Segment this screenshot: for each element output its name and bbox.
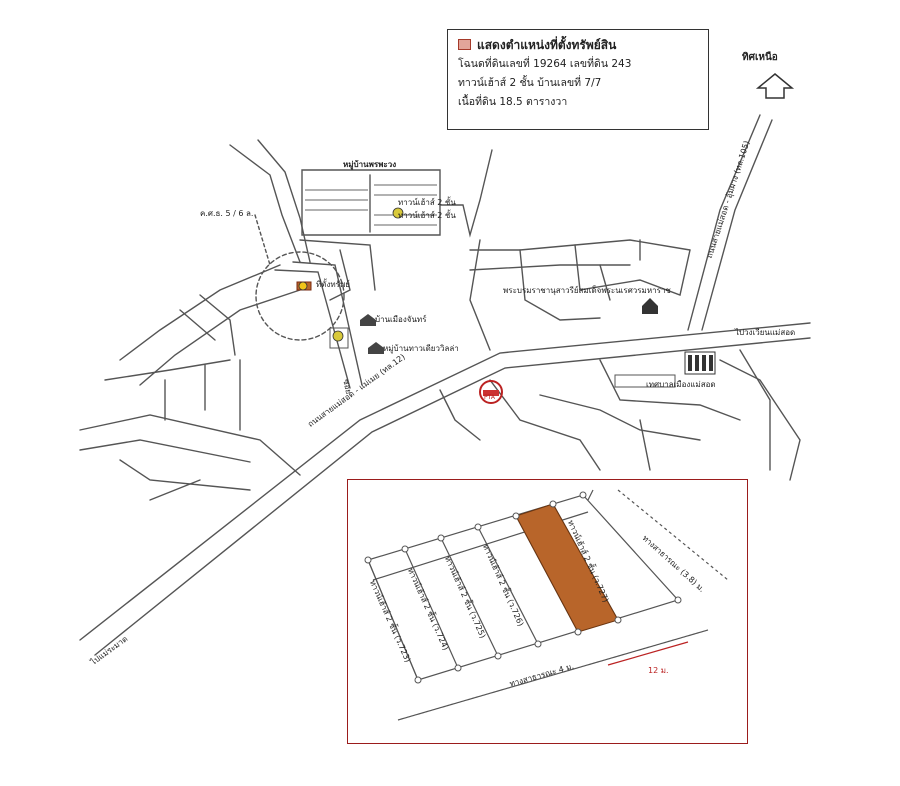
inset-dimension: 12 ม. [648, 666, 669, 675]
main-highway [79, 322, 811, 641]
north-label: ทิศเหนือ [742, 52, 778, 63]
legend-swatch [458, 39, 471, 50]
label-municipality: เทศบาลเมืองแม่สอด [646, 380, 716, 389]
marker-2 [392, 207, 404, 219]
label-kss: ค.ศ.ธ. 5 / 6 ล. [200, 209, 254, 218]
house-icon-2 [368, 342, 384, 354]
label-pta: PTA [484, 394, 495, 401]
building-icon [684, 351, 716, 375]
marker-3 [332, 330, 344, 342]
legend-box: แสดงตำแหน่งที่ตั้งทรัพย์สิน โฉนดที่ดินเล… [447, 29, 709, 130]
label-road-right: ไปวงเวียนแม่สอด [735, 328, 796, 337]
marker-1 [298, 281, 308, 291]
legend-area: เนื้อที่ดิน 18.5 ตารางวา [458, 96, 568, 108]
label-temple: พระบรมราชานุสาวรีย์สมเด็จพระนเรศวรมหาราช [503, 286, 671, 295]
label-village-low: หมู่บ้านทาวเดียววิลล่า [383, 344, 459, 353]
plot-inset: ทาวน์เฮ้าส์ 2 ชั้น (ว.723) ทาวน์เฮ้าส์ 2… [347, 479, 748, 744]
label-townhouse-b: ทาวน์เฮ้าส์ 2 ชั้น [398, 211, 456, 220]
highway-105 [687, 114, 761, 331]
pta-icon [479, 380, 503, 404]
north-arrow-icon [755, 73, 795, 99]
label-baan-muang: บ้านเมืองจันทร์ [375, 315, 427, 324]
label-village-top: หมู่บ้านพรพะวง [343, 160, 397, 169]
label-townhouse-a: ทาวน์เฮ้าส์ 2 ชั้น [398, 198, 456, 207]
legend-deed: โฉนดที่ดินเลขที่ 19264 เลขที่ดิน 243 [458, 58, 632, 70]
temple-icon [642, 298, 658, 314]
legend-house: ทาวน์เฮ้าส์ 2 ชั้น บ้านเลขที่ 7/7 [458, 77, 602, 89]
house-icon [360, 314, 376, 326]
label-side-road: ซอย [341, 378, 354, 395]
legend-title: แสดงตำแหน่งที่ตั้งทรัพย์สิน [477, 38, 617, 52]
label-site: ที่ตั้งทรัพย์ [316, 280, 350, 289]
